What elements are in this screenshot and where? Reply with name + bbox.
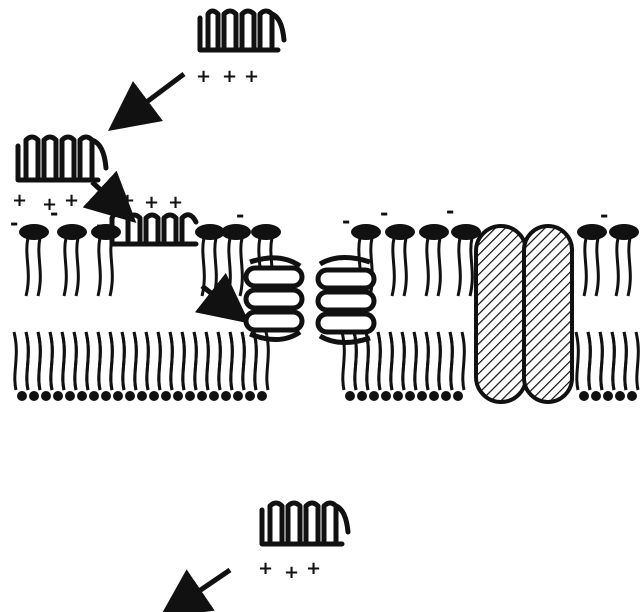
charge-plus: + [168,192,183,213]
lipid [609,224,639,296]
charge-minus: - [380,201,388,225]
charge-plus: + [284,562,299,583]
lipid [19,224,49,296]
peptide-top-free: + + + [196,11,284,87]
lipid [419,224,449,296]
peptide-coil-icon [262,503,348,544]
charge-plus: + [258,558,273,579]
charge-minus: - [10,211,18,235]
charge-minus: - [600,203,608,227]
charge-plus: + [64,190,79,211]
charge-minus: - [342,209,350,233]
arrow-icon [180,570,230,604]
arrow-icon [92,182,118,206]
charge-minus: - [446,199,454,223]
charge-plus: + [144,192,159,213]
pore-helix-right [318,257,374,342]
charge-plus: + [306,558,321,579]
lipid [450,332,464,401]
pore-helix-left [246,258,302,340]
lipid [221,224,251,296]
charge-plus: + [12,190,27,211]
charge-minus: - [96,213,104,237]
peptide-coil-icon [18,137,106,180]
lipid [577,224,607,296]
arrow-icon [128,74,184,116]
charge-plus: + [222,66,237,87]
lipid [254,332,268,401]
integral-protein [476,226,526,402]
charge-minus: - [50,201,58,225]
charge-plus: + [196,66,211,87]
lipid [385,224,415,296]
lipid [57,224,87,296]
charge-plus: + [244,66,259,87]
lipid [195,224,225,296]
lipid-bilayer-left [14,224,281,401]
integral-protein [524,226,572,402]
peptide-coil-icon [112,210,196,244]
peptide-bottom-free: + + + [258,503,348,583]
peptide-coil-icon [200,11,284,50]
charge-minus: - [236,203,244,227]
lipid [624,332,638,401]
